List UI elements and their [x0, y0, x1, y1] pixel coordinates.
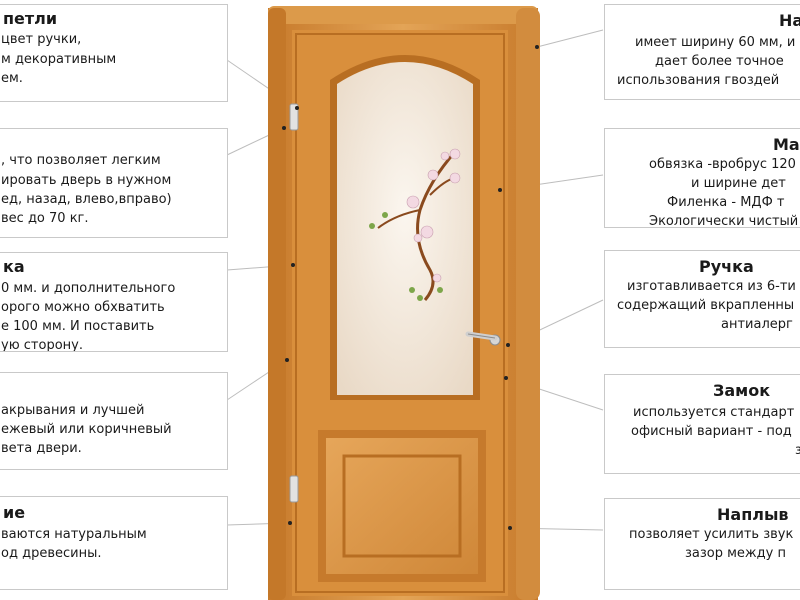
callout-text-line: е 100 мм. И поставить — [1, 319, 155, 334]
callout-title: Наплыв — [717, 505, 789, 524]
callout-title: ка — [3, 257, 25, 276]
callout-title: ие — [3, 503, 26, 522]
callout-title: На — [779, 11, 800, 30]
callout-text-line: вета двери. — [1, 441, 82, 456]
callout-text-line: изготавливается из 6-ти — [627, 279, 796, 294]
callout-text-line: ваются натуральным — [1, 527, 147, 542]
callout-text-line: 0 мм. и дополнительного — [1, 281, 176, 296]
callout-color: акрывания и лучшей ежевый или коричневый… — [0, 372, 228, 470]
callout-text-line: ежевый или коричневый — [1, 422, 172, 437]
callout-title: Замок — [713, 381, 771, 400]
callout-text-line: имеет ширину 60 мм, и — [635, 35, 796, 50]
callout-text-line: вес до 70 кг. — [1, 211, 89, 226]
callout-lock: Замок используется стандарт офисный вари… — [604, 374, 800, 474]
callout-text-line: од древесины. — [1, 546, 102, 561]
callout-text-line: обвязка -вробрус 120 — [649, 157, 796, 172]
callout-overlap: Наплыв позволяет усилить звук зазор межд… — [604, 498, 800, 590]
callout-text-line: содержащий вкрапленны — [617, 298, 795, 313]
callout-text-line: орого можно обхватить — [1, 300, 165, 315]
door-handle-icon — [465, 331, 501, 346]
callout-text-line: дает более точное — [655, 54, 784, 69]
callout-text-line: Экологически чистый — [649, 214, 799, 228]
callout-text-line: используется стандарт — [633, 405, 795, 420]
callout-handle-left: ка 0 мм. и дополнительного орого можно о… — [0, 252, 228, 352]
callout-title: Ручка — [699, 257, 754, 276]
callout-text-line: цвет ручки, — [1, 32, 82, 47]
callout-text-line: ировать дверь в нужном — [1, 173, 172, 188]
door-leaf — [292, 30, 508, 596]
callout-text-line: ем. — [1, 71, 23, 86]
leader-dots — [282, 45, 539, 530]
callout-text-line: зазор между п — [685, 546, 786, 561]
callout-text-line: акрывания и лучшей — [1, 403, 145, 418]
callout-hinges: петли цвет ручки, м декоративным ем. — [0, 4, 228, 102]
callout-text-line: ед, назад, влево,вправо) — [1, 192, 172, 207]
callout-text-line: антиалерг — [721, 317, 793, 332]
callout-text-line: Филенка - МДФ т — [667, 195, 785, 210]
callout-handle: Ручка изготавливается из 6-ти содержащий… — [604, 250, 800, 348]
callout-material: Ма обвязка -вробрус 120 и ширине дет Фил… — [604, 128, 800, 228]
callout-text-line: , что позволяет легким — [1, 153, 161, 168]
callout-casing: На имеет ширину 60 мм, и дает более точн… — [604, 4, 800, 100]
lower-panel-molding — [342, 454, 462, 558]
callout-veneer: ие ваются натуральным од древесины. — [0, 496, 228, 590]
callout-text-line: позволяет усилить звук — [629, 527, 794, 542]
callout-text-line: ую сторону. — [1, 338, 83, 352]
glass-panel — [337, 62, 473, 395]
flower-branch-icon — [369, 148, 461, 301]
callout-title: Ма — [773, 135, 800, 154]
callout-adjustment: , что позволяет легким ировать дверь в н… — [0, 128, 228, 238]
callout-text-line: использования гвоздей — [617, 73, 780, 88]
lower-panel — [326, 438, 478, 574]
callout-title: петли — [3, 9, 58, 28]
callout-text-line: з — [795, 441, 800, 460]
callout-text-line: м декоративным — [1, 52, 117, 67]
hinge-icon — [289, 475, 299, 503]
hinge-icon — [289, 103, 299, 131]
callout-text-line: офисный вариант - под — [631, 424, 792, 439]
leader-line — [536, 29, 604, 48]
callout-text-line: и ширине дет — [691, 176, 786, 191]
